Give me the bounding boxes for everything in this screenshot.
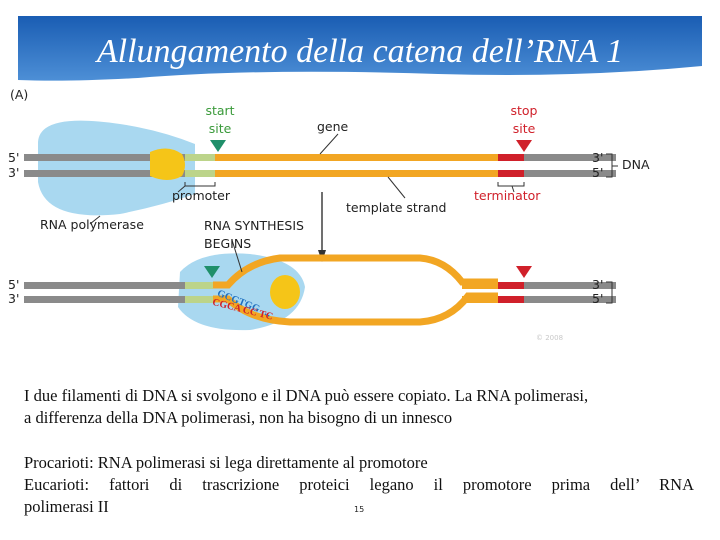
promoter-region-top [185, 154, 215, 161]
panel-label: (A) [10, 87, 29, 102]
caption-line-1: I due filamenti di DNA si svolgono e il … [24, 386, 589, 405]
stop-site-label-1: stop [510, 103, 538, 118]
gene-label: gene [317, 119, 349, 134]
rna-synthesis-label-1: RNA SYNTHESIS [204, 218, 304, 233]
dna-right-bottom [524, 296, 616, 303]
caption-line-5: polimerasi II [24, 497, 109, 516]
stop-site-marker-2 [516, 266, 532, 278]
copyright-watermark: © 2008 [536, 334, 564, 342]
caption-block-1: I due filamenti di DNA si svolgono e il … [24, 385, 714, 429]
bubble-strand-bottom [213, 292, 498, 326]
terminator-label: terminator [474, 188, 541, 203]
diagram-graphics [24, 120, 618, 331]
dna-left-top [24, 282, 189, 289]
promoter-region-bottom-2 [185, 296, 213, 303]
promoter-region-bottom [185, 170, 215, 177]
rna-synthesis-label-2: BEGINS [204, 236, 252, 251]
gene-region-top [215, 154, 498, 161]
promoter-label: promoter [172, 188, 231, 203]
three-prime-top-2: 3' [592, 150, 604, 165]
gene-region-bottom [215, 170, 498, 177]
terminator-bracket [497, 182, 525, 187]
three-prime-bottom-2: 3' [592, 277, 604, 292]
gene-right-bottom [462, 296, 498, 303]
start-site-label-1: start [205, 103, 235, 118]
start-site-marker [210, 140, 226, 152]
bubble-strand-top [213, 254, 498, 289]
five-prime-bottom-2: 5' [592, 291, 604, 306]
three-prime-bottom-1: 3' [8, 291, 20, 306]
stop-site-marker [516, 140, 532, 152]
promoter-region-top-2 [185, 282, 213, 289]
three-prime-top-1: 3' [8, 165, 20, 180]
title-banner-shape [18, 16, 702, 81]
dna-left-bottom [24, 296, 189, 303]
start-site-marker-2 [204, 266, 220, 278]
stop-site-label-2: site [512, 121, 536, 136]
rna-polymerase-label: RNA polymerase [40, 217, 144, 232]
template-strand-label: template strand [346, 200, 447, 215]
page-title: Allungamento della catena dell’RNA 1 [96, 33, 624, 70]
terminator-region-bottom [498, 170, 524, 177]
five-prime-top-1: 5' [8, 150, 20, 165]
polymerase-active-site [150, 148, 185, 180]
promoter-bracket [184, 182, 216, 187]
caption-block-2: Procarioti: RNA polimerasi si lega diret… [24, 452, 694, 518]
terminator-region-top-2 [498, 282, 524, 289]
transcription-diagram: (A) start site stop site gene 5' 3' 3' 5… [0, 82, 720, 362]
page-number: 15 [354, 505, 365, 514]
caption-line-3: Procarioti: RNA polimerasi si lega diret… [24, 453, 428, 472]
rna-polymerase-shape [38, 120, 195, 216]
dna-right-top [524, 282, 616, 289]
caption-line-4: Eucarioti: fattori di trascrizione prote… [24, 475, 694, 494]
start-site-label-2: site [208, 121, 232, 136]
dna-label: DNA [622, 157, 650, 172]
polymerase-active-site-2 [270, 275, 300, 309]
caption-line-2: a differenza della DNA polimerasi, non h… [24, 408, 453, 427]
five-prime-bottom-1: 5' [8, 277, 20, 292]
gene-right-top [462, 282, 498, 289]
terminator-region-top [498, 154, 524, 161]
title-bar: Allungamento della catena dell’RNA 1 [18, 16, 702, 82]
five-prime-top-2: 5' [592, 165, 604, 180]
terminator-region-bottom-2 [498, 296, 524, 303]
